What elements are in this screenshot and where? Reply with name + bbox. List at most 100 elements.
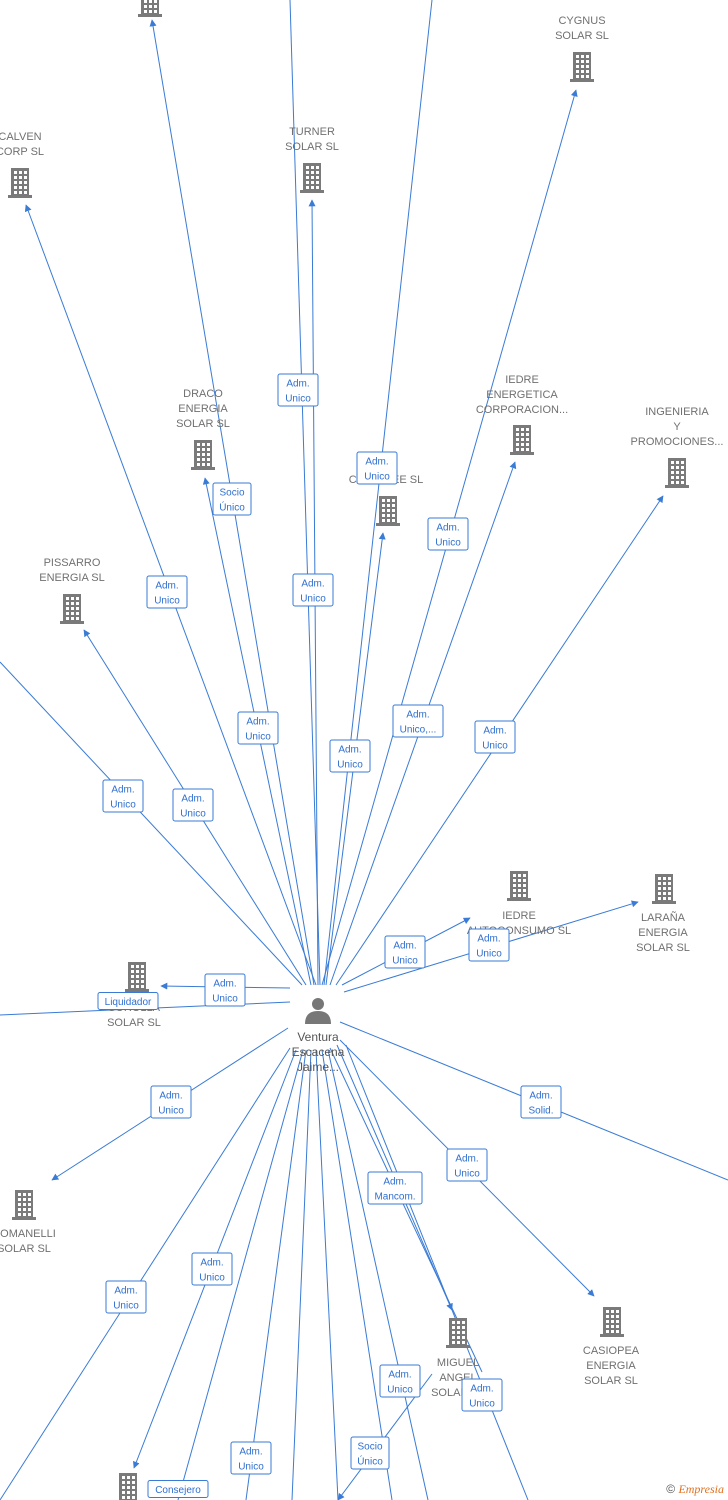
person-name-line[interactable]: Escacena — [292, 1045, 345, 1059]
role-box[interactable] — [277, 373, 319, 407]
role-label-calveree-role-2[interactable]: Adm.Unico — [329, 739, 371, 773]
building-icon[interactable] — [191, 440, 215, 470]
role-box[interactable] — [461, 1378, 503, 1412]
role-box[interactable] — [468, 928, 510, 962]
person-name-line[interactable]: Ventura — [297, 1030, 339, 1044]
company-node-romanelli[interactable]: ROMANELLI SOLAR SL — [0, 1190, 56, 1255]
company-label[interactable]: ENERGIA — [586, 1360, 636, 1372]
role-box[interactable] — [384, 935, 426, 969]
building-icon[interactable] — [376, 496, 400, 526]
building-icon[interactable] — [446, 1318, 470, 1348]
company-label[interactable]: CASIOPEA — [583, 1345, 640, 1357]
role-label-consejero-role[interactable]: Consejero — [147, 1480, 209, 1498]
building-icon[interactable] — [12, 1190, 36, 1220]
brand-logo[interactable]: Empresia — [678, 1482, 724, 1496]
role-label-sorolla-liq-role[interactable]: Liquidador — [97, 992, 159, 1010]
company-node-casiopea[interactable]: CASIOPEA ENERGIA SOLAR SL — [583, 1307, 640, 1387]
company-node-pissarro[interactable]: PISSARRO ENERGIA SL — [39, 557, 105, 624]
company-label[interactable]: CYGNUS — [558, 15, 605, 27]
company-label[interactable]: SOLAR SL — [176, 418, 230, 430]
company-label[interactable]: MIGUEL — [437, 1357, 479, 1369]
role-label-casiopea-role[interactable]: Adm.Unico — [446, 1148, 488, 1182]
role-label-miguel-role-1[interactable]: Adm.Mancom. — [367, 1171, 423, 1205]
company-label[interactable]: IEDRE — [505, 374, 539, 386]
company-label[interactable]: LARAÑA — [641, 911, 686, 924]
person-name-line[interactable]: Jaime... — [297, 1060, 339, 1074]
role-label-ingenieria-role[interactable]: Adm.Unico — [474, 720, 516, 754]
role-label-bottom-role[interactable]: Adm.Unico — [230, 1441, 272, 1475]
role-box[interactable] — [520, 1085, 562, 1119]
role-box[interactable] — [146, 575, 188, 609]
role-label-turner-role[interactable]: Adm.Unico — [277, 373, 319, 407]
role-box[interactable] — [379, 1364, 421, 1398]
building-icon[interactable] — [138, 0, 162, 17]
company-label[interactable]: CORPORACION... — [476, 404, 568, 416]
company-label[interactable]: ENERGIA — [178, 403, 228, 415]
company-label[interactable]: ENERGIA SL — [39, 572, 104, 584]
role-box[interactable] — [172, 788, 214, 822]
role-label-miguel-role-2[interactable]: Adm.Unico — [379, 1364, 421, 1398]
company-label[interactable]: ROMANELLI — [0, 1228, 56, 1240]
role-label-bottom-left-role-2[interactable]: Adm.Unico — [191, 1252, 233, 1286]
company-node-larana[interactable]: LARAÑA ENERGIA SOLAR SL — [636, 874, 690, 954]
company-node-bottom-left[interactable] — [116, 1473, 140, 1500]
company-node-iedre-corp[interactable]: IEDRE ENERGETICA CORPORACION... — [476, 374, 568, 455]
company-label[interactable]: PISSARRO — [44, 557, 101, 569]
company-label[interactable]: SOLAR SL — [584, 1375, 638, 1387]
role-label-romanelli-role[interactable]: Adm.Unico — [150, 1085, 192, 1119]
role-box[interactable] — [367, 1171, 423, 1205]
role-label-left-offscreen-role[interactable]: Adm.Unico — [102, 779, 144, 813]
person-node[interactable]: VenturaEscacenaJaime... — [292, 998, 345, 1074]
building-icon[interactable] — [125, 962, 149, 992]
company-label[interactable]: SOLAR SL — [636, 942, 690, 954]
company-node-ingenieria[interactable]: INGENIERIAYPROMOCIONES... — [631, 406, 724, 488]
role-box[interactable] — [230, 1441, 272, 1475]
building-icon[interactable] — [652, 874, 676, 904]
role-label-calven-role[interactable]: Adm.Unico — [146, 575, 188, 609]
role-box[interactable] — [356, 451, 398, 485]
role-box[interactable] — [292, 573, 334, 607]
role-label-larana-role[interactable]: Adm.Unico — [468, 928, 510, 962]
role-box[interactable] — [147, 1480, 209, 1498]
building-icon[interactable] — [507, 871, 531, 901]
role-label-cygnus-role[interactable]: Adm.Unico — [427, 517, 469, 551]
role-box[interactable] — [212, 482, 252, 516]
role-label-miguel-role-3[interactable]: Adm.Unico — [461, 1378, 503, 1412]
building-icon[interactable] — [600, 1307, 624, 1337]
company-node-top-left[interactable] — [138, 0, 162, 17]
role-label-iedre-corp-role[interactable]: Adm.Unico,... — [392, 704, 444, 738]
company-label[interactable]: ENERGIA — [638, 927, 688, 939]
company-label[interactable]: ENERGETICA — [486, 389, 558, 401]
company-label[interactable]: SOLAR SL — [285, 141, 339, 153]
company-label[interactable]: DRACO — [183, 388, 223, 400]
role-box[interactable] — [97, 992, 159, 1010]
company-label[interactable]: CORP SL — [0, 146, 44, 158]
building-icon[interactable] — [570, 52, 594, 82]
company-label[interactable]: SOLAR SL — [0, 1243, 51, 1255]
role-box[interactable] — [237, 711, 279, 745]
role-box[interactable] — [329, 739, 371, 773]
role-box[interactable] — [392, 704, 444, 738]
role-box[interactable] — [105, 1280, 147, 1314]
role-label-pissarro-role[interactable]: Adm.Unico — [172, 788, 214, 822]
role-label-iedre-auto-role[interactable]: Adm.Unico — [384, 935, 426, 969]
role-box[interactable] — [191, 1252, 233, 1286]
building-icon[interactable] — [8, 168, 32, 198]
building-icon[interactable] — [665, 458, 689, 488]
role-label-topleft-role[interactable]: Adm.Unico — [237, 711, 279, 745]
company-label[interactable]: CALVEN — [0, 131, 42, 143]
role-label-toptree-role[interactable]: Adm.Unico — [292, 573, 334, 607]
person-icon[interactable] — [305, 998, 331, 1024]
company-label[interactable]: IEDRE — [502, 910, 536, 922]
building-icon[interactable] — [116, 1473, 140, 1500]
company-label[interactable]: PROMOCIONES... — [631, 436, 724, 448]
role-box[interactable] — [446, 1148, 488, 1182]
role-box[interactable] — [474, 720, 516, 754]
company-node-calven[interactable]: CALVEN CORP SL — [0, 131, 44, 198]
building-icon[interactable] — [300, 163, 324, 193]
